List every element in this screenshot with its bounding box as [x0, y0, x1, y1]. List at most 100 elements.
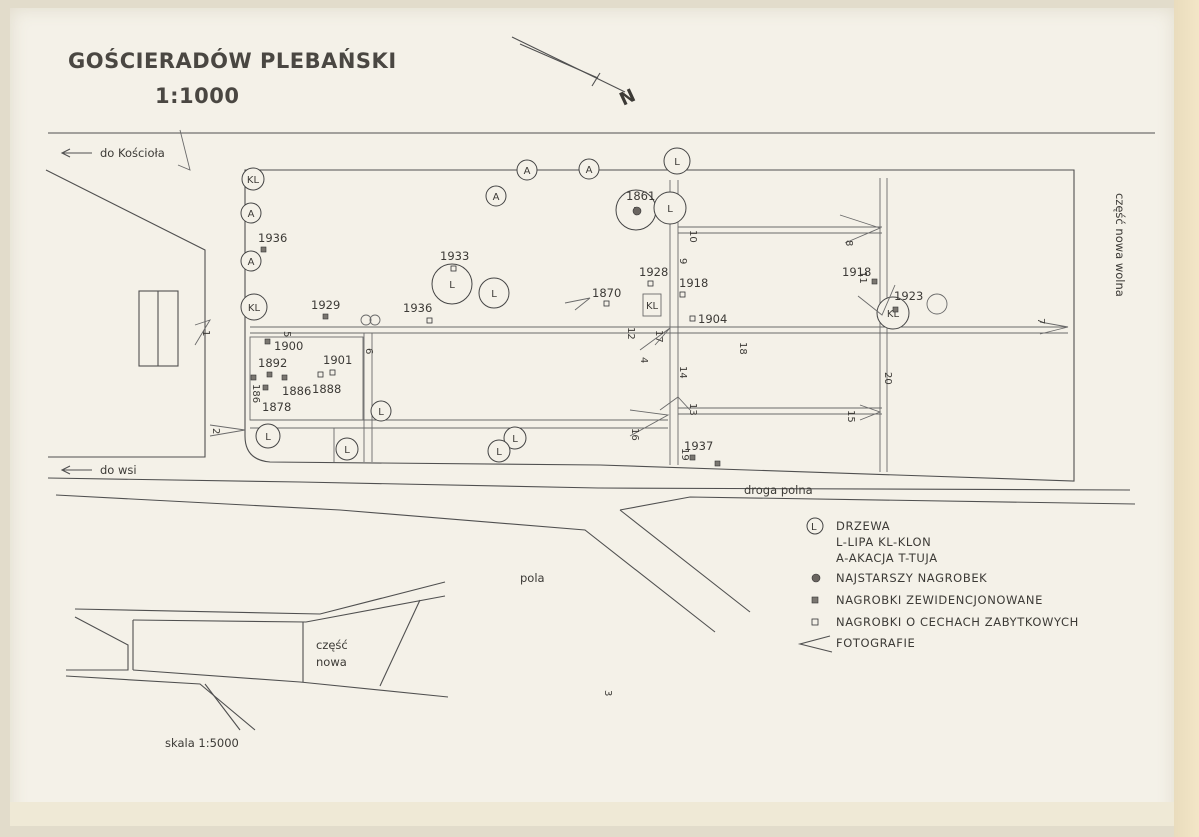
grave-marker — [262, 384, 269, 391]
grave-label: 1918 — [679, 276, 708, 290]
grave-label: 1861 — [626, 189, 655, 203]
north-arrow-icon: N — [511, 36, 639, 111]
to-church-label-group: do Kościoła — [60, 129, 191, 171]
grave-label: 186 — [250, 384, 261, 403]
graves-layer: 1936 1929 1900 1892 1901 1886 1888 1878 … — [250, 189, 948, 467]
legend-oldest: NAJSTARSZY NAGROBEK — [836, 571, 987, 585]
photo-number: 12 — [625, 327, 636, 340]
tree-kl-1-icon: KL — [241, 167, 265, 191]
map-scale: 1:1000 — [155, 84, 239, 108]
photo-number: 9 — [677, 258, 688, 264]
legend-trees: DRZEWA — [836, 519, 890, 533]
grave-marker — [317, 371, 324, 378]
legend-photos: FOTOGRAFIE — [836, 636, 915, 650]
tree-a-4-icon: A — [516, 159, 538, 181]
chapel-marker — [642, 293, 662, 317]
paper-bottom-strip — [10, 802, 1175, 826]
cemetery-boundary — [244, 169, 1075, 482]
photo-number: 20 — [882, 372, 893, 385]
photo-number: 19 — [679, 448, 690, 461]
inset-new-part-2: nowa — [316, 655, 347, 669]
photo-number: 6 — [363, 348, 374, 354]
label-to-church: do Kościoła — [100, 146, 165, 160]
grave-label: 1878 — [262, 400, 291, 414]
legend-oldest-icon — [811, 573, 821, 583]
photo-number: 14 — [677, 366, 688, 379]
oldest-grave-marker — [632, 206, 642, 216]
photo-number: 8 — [843, 240, 854, 246]
inset-scale: skala 1:5000 — [165, 736, 239, 750]
legend-photo-icon — [797, 635, 833, 653]
tree-label: L — [496, 447, 502, 458]
tree-label: KL — [247, 175, 260, 186]
grave-label: 1886 — [282, 384, 311, 398]
grave-marker — [714, 460, 721, 467]
photo-number: 4 — [638, 357, 649, 363]
photo-number: 2 — [210, 428, 221, 434]
tree-l-1-icon: L — [663, 147, 691, 175]
grave-marker — [892, 306, 899, 313]
tree-l-5-icon: L — [478, 277, 510, 309]
church-plot-outline — [45, 169, 206, 458]
legend-trees-2: L-LIPA KL-KLON — [836, 535, 931, 549]
empty-tree-circle — [926, 293, 948, 315]
legend-tree-letter: L — [811, 522, 817, 533]
tree-kl-3-icon: KL — [876, 296, 910, 330]
grave-label: 1937 — [684, 439, 713, 453]
inset-new-part-1: część — [316, 638, 348, 652]
tree-label: L — [512, 434, 518, 445]
grave-label: 1904 — [698, 312, 727, 326]
grave-label: 1936 — [258, 231, 287, 245]
photo-number: 3 — [602, 690, 613, 696]
chapel-kl: KL — [646, 301, 659, 312]
grave-marker — [450, 265, 457, 272]
tree-a-3-icon: A — [485, 185, 507, 207]
legend-historic: NAGROBKI O CECHACH ZABYTKOWYCH — [836, 615, 1079, 629]
label-new-part-free: część nowa wolna — [1113, 193, 1127, 297]
grave-label: 1892 — [258, 356, 287, 370]
tree-label: A — [524, 166, 531, 177]
lower-roads: do wsi droga polna pola część nowa wolna — [47, 193, 1136, 633]
tree-a-5-icon: A — [578, 158, 600, 180]
legend-tree-icon — [806, 517, 824, 535]
tree-label: L — [265, 432, 271, 443]
grave-label: 1936 — [403, 301, 432, 315]
grave-marker — [647, 280, 654, 287]
legend-registered-icon — [811, 596, 819, 604]
grave-marker — [250, 374, 257, 381]
grave-marker — [322, 313, 329, 320]
photo-number: 11 — [857, 271, 868, 284]
tree-label: L — [344, 445, 350, 456]
paper-edge — [1174, 0, 1199, 837]
grave-marker — [603, 300, 610, 307]
tree-label: L — [674, 157, 680, 168]
photo-number: 16 — [629, 428, 640, 441]
tree-l-8-icon: L — [335, 437, 359, 461]
grave-marker — [266, 371, 273, 378]
grave-marker — [264, 338, 271, 345]
legend-historic-icon — [811, 618, 819, 626]
photo-number: 1 — [200, 330, 211, 336]
legend: L DRZEWA L-LIPA KL-KLON A-AKACJA T-TUJA … — [797, 517, 1079, 653]
grave-label: 1929 — [311, 298, 340, 312]
tree-label: A — [248, 209, 255, 220]
north-letter: N — [616, 85, 639, 110]
grave-label: 1900 — [274, 339, 303, 353]
tree-l-6-icon: L — [370, 400, 392, 422]
grave-label: 1918 — [842, 265, 871, 279]
tree-label: L — [667, 204, 673, 215]
tree-l-4-icon: L — [431, 263, 473, 305]
tree-a-2-icon: A — [240, 250, 262, 272]
tree-l-3-icon: L — [653, 191, 687, 225]
tree-label: L — [378, 407, 384, 418]
grave-marker — [329, 369, 336, 376]
tree-label: A — [248, 257, 255, 268]
grave-label: 1928 — [639, 265, 668, 279]
tree-l-7-icon: L — [255, 423, 281, 449]
tree-l-10-icon: L — [487, 439, 511, 463]
grave-marker — [871, 278, 878, 285]
tree-label: L — [449, 280, 455, 291]
photo-markers — [194, 214, 1069, 437]
grave-marker — [260, 246, 267, 253]
